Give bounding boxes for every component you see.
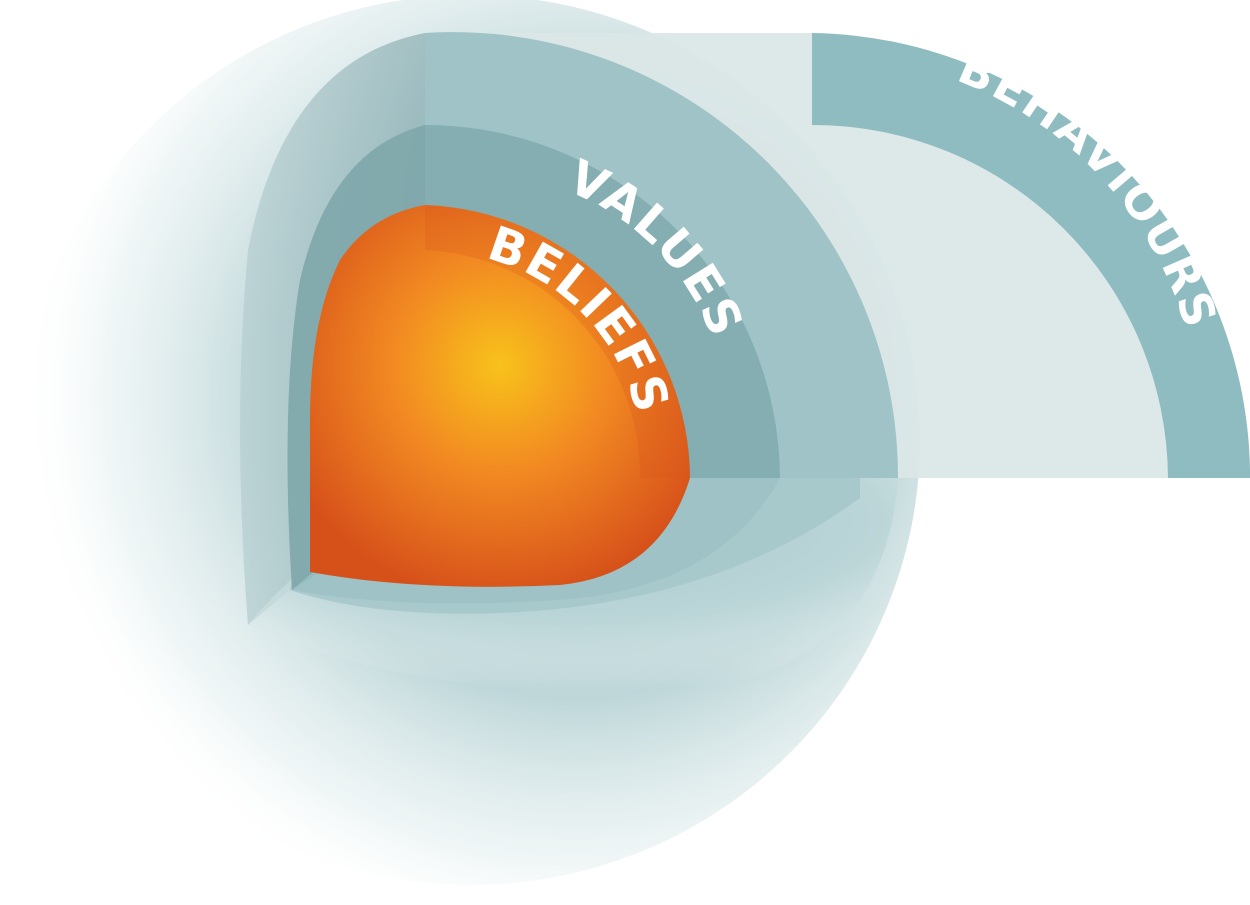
beliefs-core [310, 205, 690, 587]
